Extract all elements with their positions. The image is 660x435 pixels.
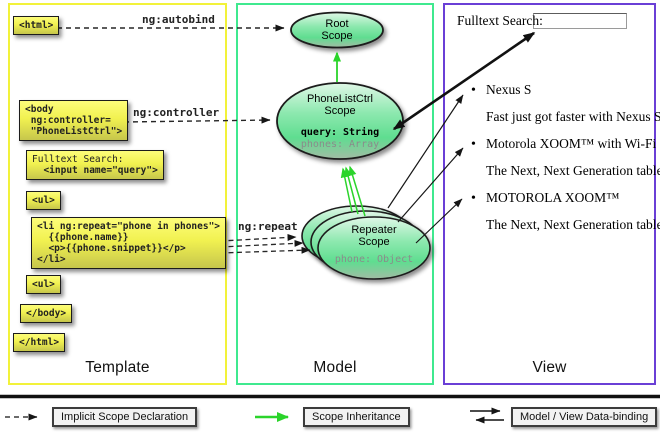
phonelist-scope-title: PhoneListCtrl Scope — [306, 93, 374, 117]
model-panel: Model — [236, 3, 434, 385]
code-ul-close: <ul> — [26, 275, 61, 294]
view-item-snippet: The Next, Next Generation tablet. — [486, 217, 660, 232]
fulltext-search-input[interactable] — [533, 13, 627, 29]
view-item-snippet: The Next, Next Generation tablet. — [486, 163, 660, 178]
bullet-icon: • — [471, 137, 476, 152]
bullet-icon: • — [471, 83, 476, 98]
legend-model-view-databinding: Model / View Data-binding — [511, 407, 658, 427]
phonelist-query-prop: query: String — [300, 127, 380, 138]
view-item-snippet: Fast just got faster with Nexus S. — [486, 109, 660, 124]
view-item-title: •Nexus S — [471, 82, 532, 98]
code-li-repeat: <li ng:repeat="phone in phones"> {{phone… — [31, 217, 227, 269]
root-scope-title: Root Scope — [321, 18, 353, 42]
code-body-open: <body ng:controller= "PhoneListCtrl"> — [19, 100, 129, 141]
controller-label: ng:controller — [133, 106, 220, 119]
view-item-title: •Motorola XOOM™ with Wi-Fi — [471, 136, 657, 152]
legend-scope-inheritance: Scope Inheritance — [303, 407, 410, 427]
autobind-label: ng:autobind — [142, 13, 215, 26]
repeater-phone-prop: phone: Object — [334, 254, 414, 265]
repeater-scope-title: Repeater Scope — [351, 224, 397, 248]
repeat-label: ng:repeat — [238, 220, 298, 233]
model-panel-label: Model — [313, 359, 357, 376]
code-fulltext-label-line: Fulltext Search: — [32, 154, 124, 165]
view-panel-label: View — [532, 359, 567, 376]
bullet-icon: • — [471, 191, 476, 206]
code-fulltext-input-line: <input name="query"> — [32, 165, 158, 176]
phonelist-phones-prop: phones: Array — [300, 139, 380, 150]
code-html-close: </html> — [13, 333, 66, 352]
code-html-open: <html> — [13, 16, 60, 35]
legend-databinding-arrows-icon — [470, 407, 504, 424]
code-ul-open: <ul> — [26, 191, 61, 210]
view-search-label: Fulltext Search: — [457, 13, 543, 28]
template-panel-label: Template — [85, 359, 150, 376]
code-fulltext-search: Fulltext Search: <input name="query"> — [26, 150, 164, 180]
legend-implicit-scope-declaration: Implicit Scope Declaration — [52, 407, 198, 427]
code-body-close: </body> — [20, 304, 73, 323]
view-item-title: •MOTOROLA XOOM™ — [471, 190, 620, 206]
